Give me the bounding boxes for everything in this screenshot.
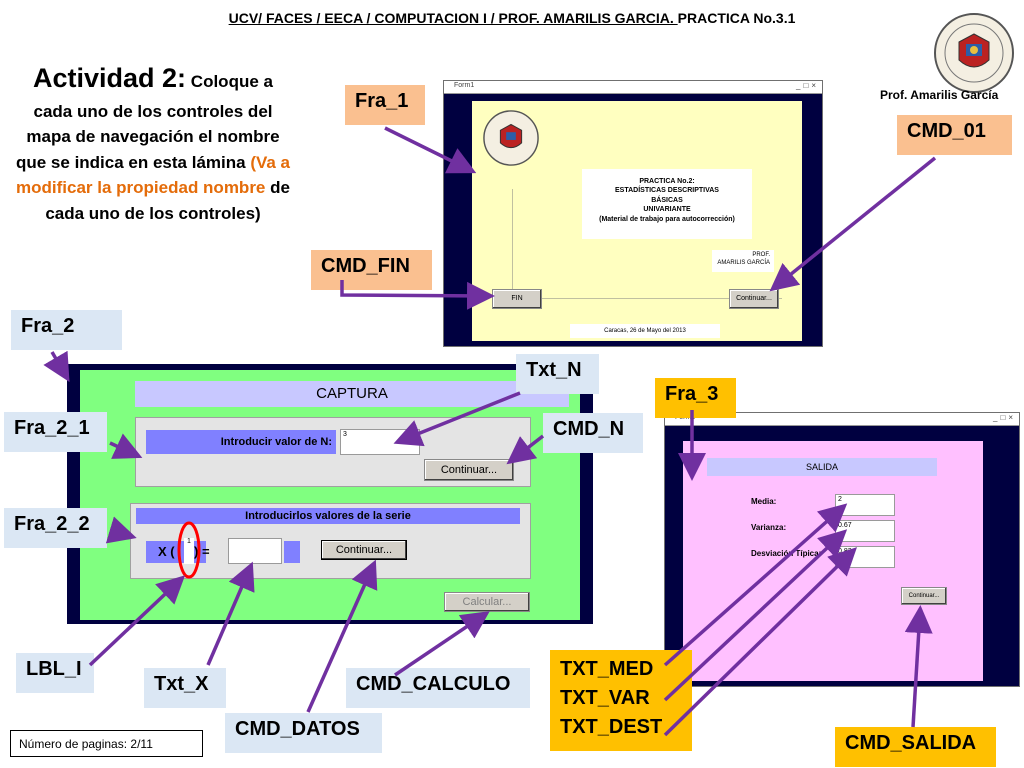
arrow-txt-dest bbox=[663, 547, 858, 737]
arrow-lbl-i bbox=[88, 575, 186, 667]
arrow-cmd-datos bbox=[306, 559, 378, 713]
page-header: UCV/ FACES / EECA / COMPUTACION I / PROF… bbox=[0, 10, 1024, 26]
x-open-label: X ( bbox=[158, 544, 175, 559]
header-practice: PRACTICA No.3.1 bbox=[677, 10, 796, 26]
form1-divider-vertical bbox=[512, 189, 513, 299]
activity-text: Coloque a cada uno de los controles del … bbox=[15, 72, 280, 172]
form1-title: Form1 bbox=[454, 82, 475, 89]
label-lbl-i: LBL_I bbox=[16, 653, 94, 693]
label-txt-x: Txt_X bbox=[144, 668, 226, 708]
lbl-i-label: 1 bbox=[184, 538, 194, 564]
media-label: Media: bbox=[751, 497, 777, 506]
cmd-01-button[interactable]: Continuar... bbox=[729, 289, 779, 309]
university-seal-icon bbox=[934, 13, 1014, 93]
cmd-datos-button[interactable]: Continuar... bbox=[321, 540, 407, 560]
prof-line: PROF. bbox=[752, 252, 770, 258]
x-input-end-box bbox=[284, 541, 300, 563]
label-txt-var: TXT_VAR bbox=[560, 687, 650, 709]
label-txt-med: TXT_MED bbox=[560, 658, 654, 680]
cmd-salida-button[interactable]: Continuar... bbox=[901, 587, 947, 605]
arrow-fra-2-2 bbox=[105, 516, 137, 544]
desviacion-label: Desviación Típica: bbox=[751, 549, 822, 558]
arrow-fra-2-1 bbox=[109, 433, 143, 459]
introducir-n-label: Introducir valor de N: bbox=[146, 430, 336, 454]
varianza-label: Varianza: bbox=[751, 523, 787, 532]
label-fra-3: Fra_3 bbox=[655, 378, 736, 418]
label-txt-n: Txt_N bbox=[516, 354, 599, 394]
label-fra-1: Fra_1 bbox=[345, 85, 425, 125]
label-fra-2-1: Fra_2_1 bbox=[4, 412, 107, 452]
arrow-cmd-fin bbox=[340, 280, 495, 310]
arrow-txt-x bbox=[206, 561, 255, 666]
label-cmd-salida: CMD_SALIDA bbox=[835, 727, 996, 767]
window-controls-icon[interactable]: _□× bbox=[993, 413, 1016, 422]
label-txt-dest: TXT_DEST bbox=[560, 716, 663, 738]
fra-3-frame: SALIDA Media: 2 Varianza: 0.67 Desviació… bbox=[683, 441, 983, 681]
label-cmd-fin: CMD_FIN bbox=[311, 250, 432, 290]
arrow-cmd-n bbox=[506, 434, 545, 465]
practice-line: UNIVARIANTE bbox=[643, 206, 691, 214]
practice-line: ESTADÍSTICAS DESCRIPTIVAS bbox=[615, 187, 719, 195]
practice-line: BÁSICAS bbox=[651, 196, 683, 204]
salida-header: SALIDA bbox=[707, 458, 937, 476]
activity-title: Actividad 2: bbox=[33, 63, 187, 93]
page-count-footer: Número de paginas: 2/11 bbox=[10, 730, 203, 757]
practice-line: PRACTICA No.2: bbox=[639, 178, 695, 185]
label-txt-group: TXT_MED TXT_VAR TXT_DEST bbox=[550, 650, 692, 751]
cmd-n-button[interactable]: Continuar... bbox=[424, 459, 514, 481]
activity-highlight: (Va a modificar la propiedad nombre bbox=[16, 152, 291, 198]
university-seal-small-icon bbox=[483, 110, 539, 166]
arrow-fra-1 bbox=[384, 126, 477, 174]
label-cmd-01: CMD_01 bbox=[897, 115, 1012, 155]
arrow-cmd-01 bbox=[769, 156, 937, 292]
form2-window: CAPTURA Introducir valor de N: 3 Continu… bbox=[67, 364, 593, 624]
label-fra-2: Fra_2 bbox=[11, 310, 122, 350]
form1-divider-horizontal bbox=[512, 298, 782, 299]
form1-titlebar: Form1 _□× bbox=[444, 81, 822, 94]
professor-name: Prof. Amarilis García bbox=[880, 88, 999, 102]
highlight-ellipse bbox=[177, 521, 201, 579]
activity-text-end: de cada uno de los controles) bbox=[45, 178, 290, 223]
arrow-txt-med bbox=[663, 503, 848, 667]
label-cmd-calculo: CMD_CALCULO bbox=[346, 668, 530, 708]
fra-2-1-frame: Introducir valor de N: 3 Continuar... bbox=[135, 417, 531, 487]
arrow-cmd-calculo bbox=[394, 611, 490, 677]
form1-window: Form1 _□× PRACTICA No.2: ESTADÍSTICAS DE… bbox=[443, 80, 823, 347]
prof-info-box: PROF. AMARILIS GARCÍA bbox=[712, 250, 774, 272]
arrow-txt-var bbox=[663, 529, 848, 702]
fra-2-2-frame: Introducirlos valores de la serie X ( 1 … bbox=[130, 503, 531, 579]
prof-line: AMARILIS GARCÍA bbox=[717, 259, 770, 266]
fra-1-frame: PRACTICA No.2: ESTADÍSTICAS DESCRIPTIVAS… bbox=[472, 101, 802, 341]
label-cmd-datos: CMD_DATOS bbox=[225, 713, 382, 753]
date-label: Caracas, 26 de Mayo del 2013 bbox=[570, 324, 720, 338]
arrow-txt-n bbox=[393, 391, 521, 447]
fra-2-frame: CAPTURA Introducir valor de N: 3 Continu… bbox=[80, 370, 580, 620]
arrow-cmd-salida bbox=[904, 605, 933, 728]
arrow-fra-2 bbox=[43, 350, 70, 383]
txt-x-input[interactable] bbox=[228, 538, 282, 564]
header-course: UCV/ FACES / EECA / COMPUTACION I / PROF… bbox=[228, 10, 678, 26]
label-fra-2-2: Fra_2_2 bbox=[4, 508, 107, 548]
activity-instructions: Actividad 2: Coloque a cada uno de los c… bbox=[12, 58, 294, 226]
practice-line: (Material de trabajo para autocorrección… bbox=[599, 215, 735, 223]
practice-info-box: PRACTICA No.2: ESTADÍSTICAS DESCRIPTIVAS… bbox=[582, 169, 752, 239]
introducir-serie-header: Introducirlos valores de la serie bbox=[136, 508, 520, 524]
window-controls-icon[interactable]: _□× bbox=[796, 81, 819, 90]
label-cmd-n: CMD_N bbox=[543, 413, 643, 453]
